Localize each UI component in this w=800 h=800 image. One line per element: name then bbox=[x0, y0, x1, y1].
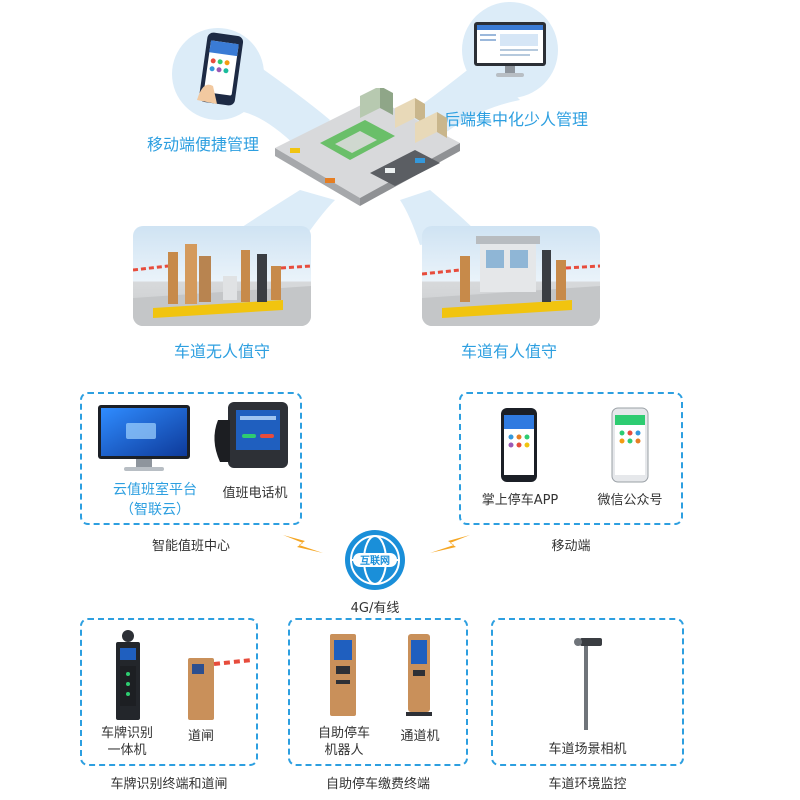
backend-management-label: 后端集中化少人管理 bbox=[444, 106, 588, 130]
barrier-gate-icon bbox=[180, 652, 252, 726]
parking-app-label: 掌上停车APP bbox=[470, 489, 570, 508]
network-label: 4G/有线 bbox=[340, 597, 410, 616]
lane-attended-image bbox=[422, 226, 600, 326]
plate-camera-terminal-icon bbox=[108, 628, 148, 726]
plate-camera-label: 车牌识别 一体机 bbox=[92, 725, 162, 759]
internet-label: 互联网 bbox=[353, 552, 397, 567]
payment-robot-icon bbox=[326, 632, 360, 722]
wechat-label: 微信公众号 bbox=[585, 489, 675, 508]
duty-center-title: 智能值班中心 bbox=[80, 535, 302, 554]
phone-icon bbox=[193, 30, 251, 118]
payment-robot-label: 自助停车 机器人 bbox=[308, 725, 380, 759]
mobile-management-label: 移动端便捷管理 bbox=[147, 131, 259, 155]
lane-unattended-label: 车道无人值守 bbox=[174, 338, 270, 362]
lane-attended-label: 车道有人值守 bbox=[461, 338, 557, 362]
duty-phone-icon bbox=[208, 400, 292, 476]
barrier-label: 道闸 bbox=[176, 725, 226, 744]
scene-camera-label: 车道场景相机 bbox=[530, 738, 645, 757]
parking-lot-illustration bbox=[265, 88, 465, 217]
env-title: 车道环境监控 bbox=[491, 773, 684, 792]
desktop-monitor-icon bbox=[96, 403, 192, 477]
lightning-right-icon bbox=[430, 533, 470, 559]
mobile-title: 移动端 bbox=[459, 535, 683, 554]
duty-phone-label: 值班电话机 bbox=[210, 482, 300, 501]
parking-app-phone-icon bbox=[500, 407, 538, 487]
lane-machine-label: 通道机 bbox=[390, 725, 450, 744]
lane-unattended-image bbox=[133, 226, 311, 326]
kiosk-title: 自助停车缴费终端 bbox=[288, 773, 468, 792]
scene-camera-pole-icon bbox=[566, 632, 610, 736]
monitor-icon bbox=[472, 20, 548, 84]
lane-machine-icon bbox=[402, 632, 436, 722]
lightning-left-icon bbox=[283, 533, 323, 559]
cloud-platform-label: 云值班室平台 （智联云） bbox=[90, 480, 220, 520]
plate-title: 车牌识别终端和道闸 bbox=[80, 773, 258, 792]
wechat-phone-icon bbox=[611, 407, 649, 487]
